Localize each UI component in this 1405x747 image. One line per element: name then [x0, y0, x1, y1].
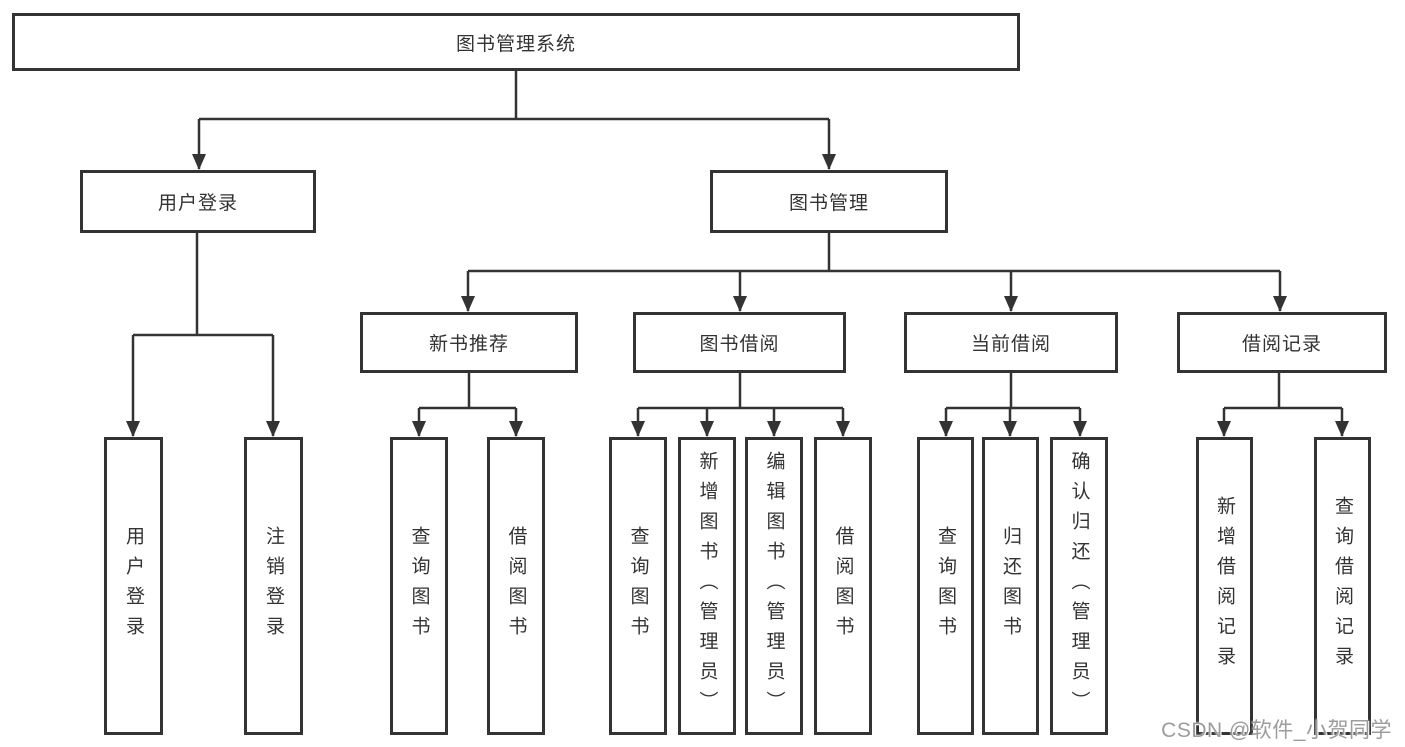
leaf-return-book: 归还图书 [982, 437, 1039, 735]
leaf-query-book-recommend: 查询图书 [390, 437, 448, 735]
leaf-borrow-book-recommend: 借阅图书 [487, 437, 545, 735]
node-user-login: 用户登录 [80, 170, 316, 233]
leaf-add-borrow-record: 新增借阅记录 [1196, 437, 1253, 735]
leaf-label: 注销登录 [263, 526, 284, 646]
node-book-management: 图书管理 [710, 170, 948, 233]
leaf-label: 借阅图书 [505, 526, 527, 646]
leaf-label: 用户登录 [123, 526, 144, 646]
leaf-label: 新增借阅记录 [1214, 496, 1235, 676]
leaf-logout-login: 注销登录 [244, 437, 303, 735]
leaf-user-login: 用户登录 [104, 437, 163, 735]
leaf-query-book-current: 查询图书 [917, 437, 974, 735]
leaf-edit-book-admin: 编辑图书（管理员） [745, 437, 803, 735]
node-borrow-records: 借阅记录 [1177, 312, 1387, 373]
leaf-label: 查询图书 [408, 526, 430, 646]
node-library-management-system: 图书管理系统 [12, 13, 1020, 71]
leaf-label: 新增图书（管理员） [696, 451, 718, 721]
leaf-label: 确认归还（管理员） [1068, 451, 1090, 721]
node-new-book-recommend: 新书推荐 [360, 312, 578, 373]
leaf-add-book-admin: 新增图书（管理员） [678, 437, 736, 735]
node-book-borrow: 图书借阅 [633, 312, 846, 373]
csdn-watermark: CSDN @软件_小贺同学 [1161, 719, 1392, 742]
leaf-query-book-borrow: 查询图书 [609, 437, 667, 735]
leaf-query-borrow-record: 查询借阅记录 [1314, 437, 1371, 735]
leaf-label: 查询图书 [627, 526, 649, 646]
leaf-label: 借阅图书 [832, 526, 854, 646]
leaf-label: 编辑图书（管理员） [763, 451, 785, 721]
leaf-confirm-return-admin: 确认归还（管理员） [1050, 437, 1108, 735]
leaf-label: 查询借阅记录 [1332, 496, 1353, 676]
leaf-label: 归还图书 [1000, 526, 1021, 646]
node-current-borrow: 当前借阅 [904, 312, 1118, 373]
leaf-label: 查询图书 [935, 526, 956, 646]
leaf-borrow-book: 借阅图书 [814, 437, 872, 735]
